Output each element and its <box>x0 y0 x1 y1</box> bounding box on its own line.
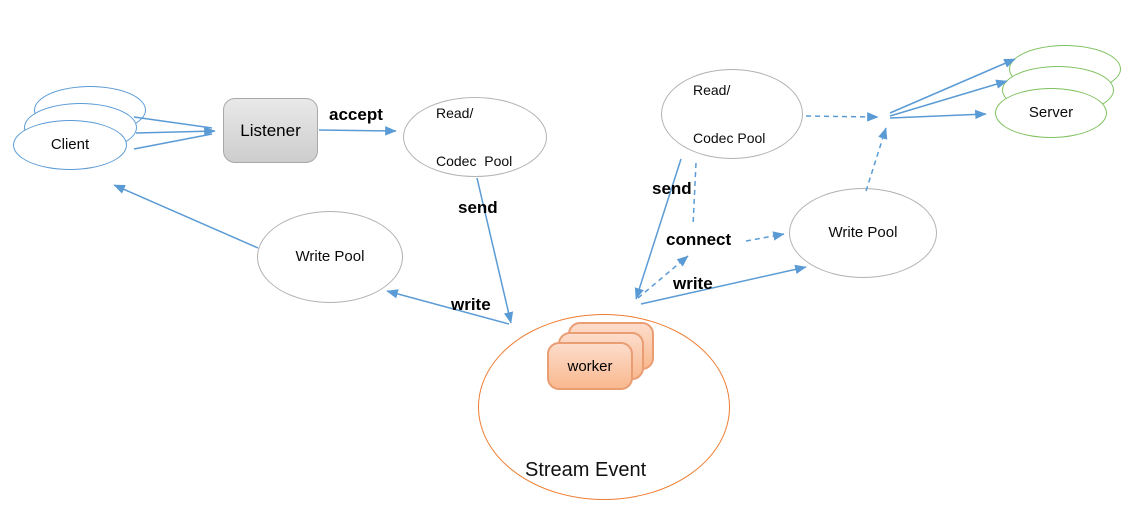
edge-writepool-client <box>113 184 259 249</box>
read-codec-pool-left-line2: Codec Pool <box>436 153 513 169</box>
stream-event-handler-pool-node <box>478 314 730 500</box>
edge-conn-server-front <box>889 109 987 120</box>
read-codec-pool-right-node: Read/ Codec Pool <box>661 69 803 159</box>
read-codec-pool-left-label: Read/ Codec Pool <box>436 73 512 201</box>
edge-dashed-writepool-connpoint <box>865 127 888 192</box>
write-pool-right-node: Write Pool <box>789 188 937 278</box>
edge-client-listener-2 <box>135 126 216 136</box>
accept-edge-label: accept <box>329 105 383 124</box>
read-codec-pool-right-line2: Codec Pool <box>693 130 766 146</box>
worker-card-front: worker <box>547 342 633 390</box>
read-codec-pool-left-node: Read/ Codec Pool <box>403 97 547 177</box>
write-left-edge-label: write <box>451 295 491 314</box>
read-codec-pool-left-line1: Read/ <box>436 105 474 121</box>
stream-event-handler-pool-title: Stream Event Handler Pool <box>525 403 646 516</box>
read-codec-pool-right-line1: Read/ <box>693 82 731 98</box>
edge-conn-server-back <box>889 58 1016 114</box>
edge-conn-server-middle <box>889 79 1008 117</box>
client-node: Client <box>13 120 127 170</box>
edge-client-listener-1 <box>133 116 213 129</box>
listener-node: Listener <box>223 98 318 163</box>
connect-edge-label: connect <box>666 230 732 249</box>
write-pool-left-node: Write Pool <box>257 211 403 303</box>
server-label: Server <box>1028 104 1074 121</box>
edge-accept <box>318 126 397 136</box>
edge-write-right <box>640 264 807 305</box>
edge-dashed-readcodec-connpoint <box>805 112 879 122</box>
write-pool-left-label: Write Pool <box>295 248 365 265</box>
edge-connect-b <box>745 231 785 242</box>
write-right-edge-label: write <box>673 274 713 293</box>
read-codec-pool-right-label: Read/ Codec Pool <box>693 50 765 178</box>
edge-client-listener-3 <box>133 133 213 150</box>
write-pool-right-label: Write Pool <box>828 224 898 241</box>
client-label: Client <box>50 136 90 153</box>
worker-label: worker <box>567 357 613 375</box>
send-left-edge-label: send <box>458 198 498 217</box>
handler-pool-title-line1: Stream Event <box>525 459 647 481</box>
send-right-edge-label: send <box>652 179 692 198</box>
listener-label: Listener <box>240 120 301 140</box>
server-node: Server <box>995 88 1107 138</box>
